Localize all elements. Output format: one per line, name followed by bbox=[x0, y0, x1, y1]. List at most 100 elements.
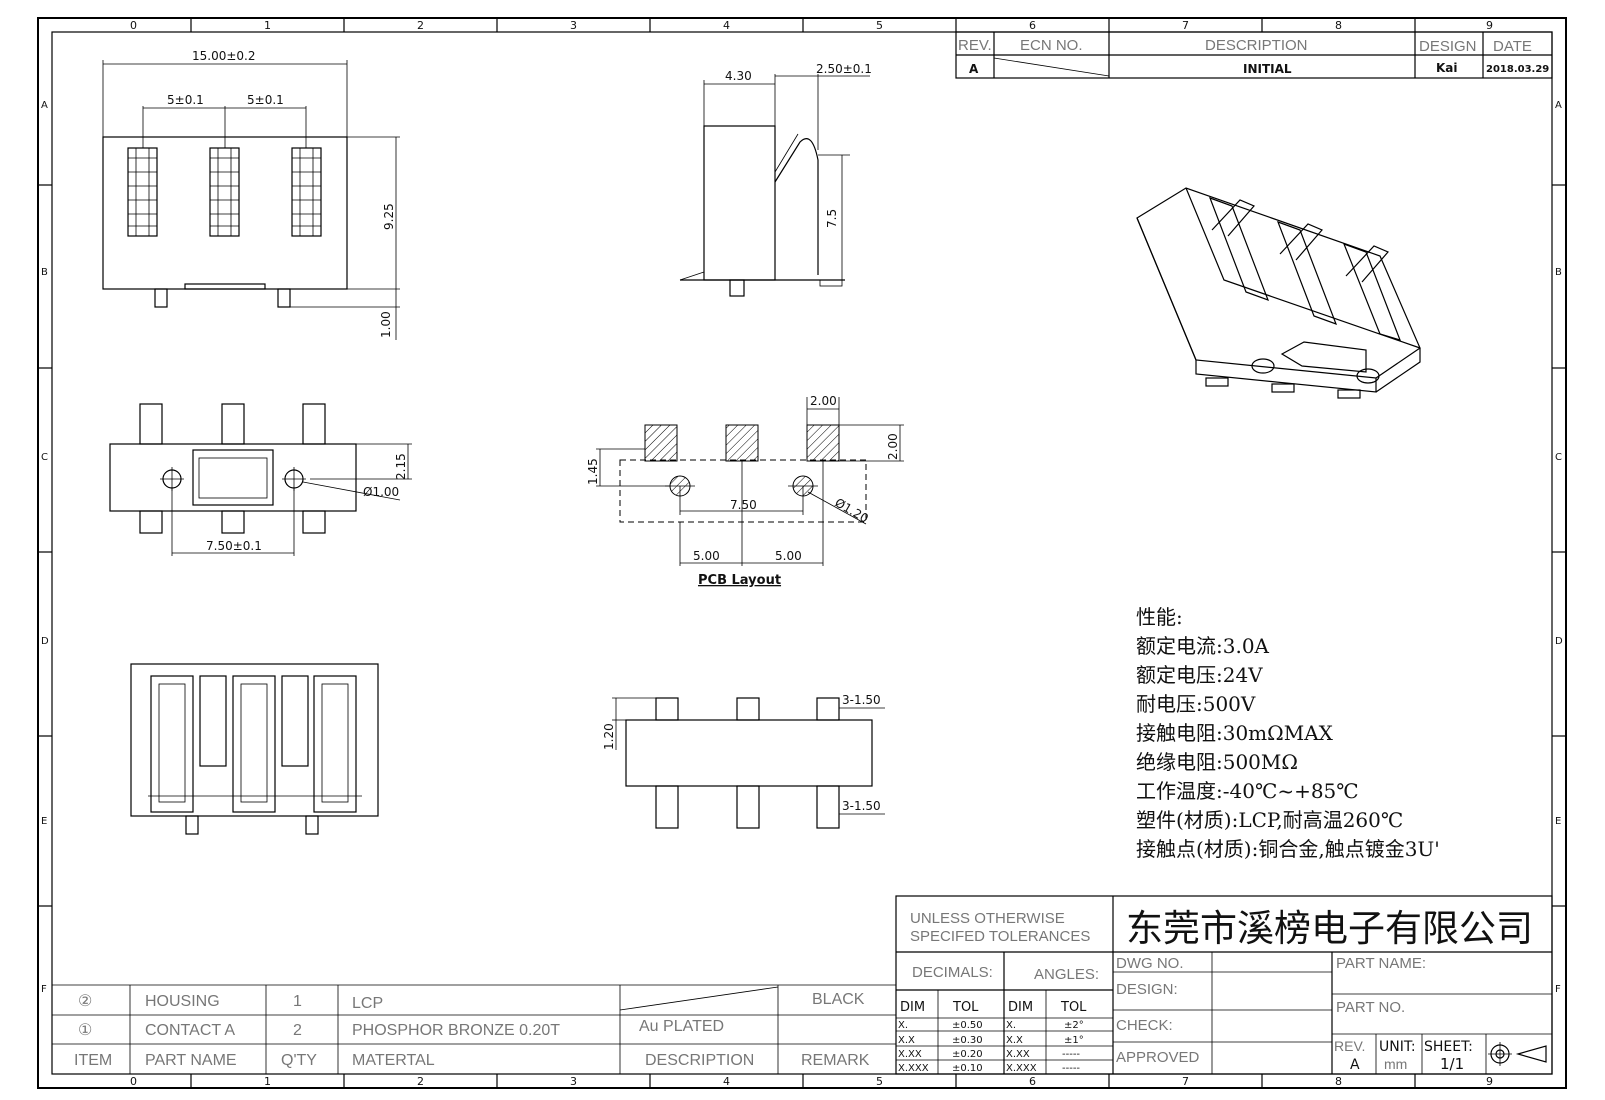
dim-hole-pitch: 7.50±0.1 bbox=[206, 539, 262, 553]
tol-col-header: TOL bbox=[1060, 1000, 1087, 1015]
ang-tol: ----- bbox=[1062, 1063, 1080, 1074]
angles-label: ANGLES: bbox=[1034, 966, 1099, 983]
col-label-top: 7 bbox=[1182, 19, 1189, 32]
sheet-value: 1/1 bbox=[1440, 1055, 1464, 1073]
dim-pitch-b: 5±0.1 bbox=[247, 93, 284, 107]
date-header: DATE bbox=[1493, 38, 1532, 55]
part-no-label: PART NO. bbox=[1336, 999, 1405, 1016]
col-label-top: 0 bbox=[130, 19, 137, 32]
bom-material: LCP bbox=[352, 995, 383, 1012]
bom-remark: BLACK bbox=[812, 991, 865, 1008]
rev-label: REV. bbox=[1334, 1038, 1365, 1054]
dim-pcb-hole: Ø1.20 bbox=[833, 495, 871, 525]
title-block: UNLESS OTHERWISE SPECIFED TOLERANCES 东莞市… bbox=[895, 895, 1553, 1075]
inner-frame bbox=[51, 31, 1553, 1075]
col-label-top: 3 bbox=[570, 19, 577, 32]
dim-bottom-h: 2.15 bbox=[394, 453, 408, 480]
bom-header-remark: REMARK bbox=[801, 1052, 870, 1069]
dim-pcb-pad: 2.00 bbox=[810, 394, 837, 408]
bom-table: ② HOUSING 1 LCP BLACK ① CONTACT A 2 PHOS… bbox=[52, 984, 896, 1074]
rev-header: REV. bbox=[958, 37, 992, 54]
col-label-bottom: 5 bbox=[876, 1075, 883, 1088]
spec-line: 额定电压:24V bbox=[1136, 663, 1263, 687]
sheet-label: SHEET: bbox=[1424, 1039, 1473, 1055]
spec-line: 耐电压:500V bbox=[1136, 692, 1256, 716]
col-label-top: 9 bbox=[1486, 19, 1493, 32]
dim-pcb-pad-h: 2.00 bbox=[886, 433, 900, 460]
dim-pcb-a: 5.00 bbox=[693, 549, 720, 563]
dec-dim: X.X bbox=[898, 1035, 915, 1046]
row-label-left: E bbox=[41, 816, 47, 827]
bom-qty: 2 bbox=[293, 1022, 302, 1039]
ang-tol: ----- bbox=[1062, 1049, 1080, 1060]
dim-side-h: 7.5 bbox=[825, 209, 839, 228]
dec-dim: X.XXX bbox=[898, 1063, 929, 1074]
approved-label: APPROVED bbox=[1116, 1049, 1200, 1066]
dim-front-h: 1.20 bbox=[602, 723, 616, 750]
row-label-left: F bbox=[41, 984, 47, 995]
design-label: DESIGN: bbox=[1116, 981, 1178, 998]
tolerance-note-2: SPECIFED TOLERANCES bbox=[910, 928, 1090, 945]
contact-slot bbox=[291, 147, 322, 237]
spec-line: 绝缘电阻:500MΩ bbox=[1136, 750, 1298, 774]
dim-front-tab-bottom: 3-1.50 bbox=[842, 799, 881, 813]
col-label-bottom: 6 bbox=[1029, 1075, 1036, 1088]
dim-top-width: 15.00±0.2 bbox=[192, 49, 256, 63]
dec-tol: ±0.30 bbox=[952, 1035, 983, 1046]
dec-dim: X.XX bbox=[898, 1049, 922, 1060]
col-label-top: 2 bbox=[417, 19, 424, 32]
design-header: DESIGN bbox=[1419, 38, 1477, 55]
dim-col-header: DIM bbox=[900, 1000, 925, 1015]
pcb-layout-title: PCB Layout bbox=[698, 573, 781, 588]
dim-pcb-b: 5.00 bbox=[775, 549, 802, 563]
row-label-right: B bbox=[1555, 267, 1562, 278]
col-label-top: 5 bbox=[876, 19, 883, 32]
design-value: Kai bbox=[1436, 61, 1458, 75]
dim-pitch-a: 5±0.1 bbox=[167, 93, 204, 107]
row-label-right: A bbox=[1555, 100, 1562, 111]
bom-part: CONTACT A bbox=[145, 1022, 235, 1039]
ang-dim: X.XXX bbox=[1006, 1063, 1037, 1074]
description-header: DESCRIPTION bbox=[1205, 37, 1308, 54]
spec-line: 接触电阻:30mΩMAX bbox=[1136, 721, 1334, 745]
contact-slot bbox=[209, 147, 240, 237]
row-label-left: D bbox=[41, 636, 49, 647]
pcb-layout: 7.50 2.00 2.00 1.45 Ø1.20 5.00 5.00 PCB … bbox=[586, 394, 904, 588]
spec-line: 塑件(材质):LCP,耐高温260℃ bbox=[1136, 808, 1403, 832]
description-value: INITIAL bbox=[1243, 62, 1292, 76]
dec-tol: ±0.20 bbox=[952, 1049, 983, 1060]
dim-front-tab-top: 3-1.50 bbox=[842, 693, 881, 707]
grid-rows: A B C D E F A B C D E F bbox=[38, 100, 1566, 995]
row-label-right: E bbox=[1555, 816, 1561, 827]
grid-columns: 0 1 2 3 4 5 6 7 8 9 0 1 2 3 4 5 6 7 8 9 bbox=[130, 18, 1493, 1088]
bom-header-part: PART NAME bbox=[145, 1052, 237, 1069]
col-label-bottom: 0 bbox=[130, 1075, 137, 1088]
col-label-bottom: 2 bbox=[417, 1075, 424, 1088]
check-label: CHECK: bbox=[1116, 1017, 1173, 1034]
spec-line: 额定电流:3.0A bbox=[1136, 634, 1270, 658]
bom-header-qty: Q'TY bbox=[281, 1052, 317, 1069]
front-view: 1.20 3-1.50 3-1.50 bbox=[602, 693, 885, 829]
bom-qty: 1 bbox=[293, 993, 302, 1010]
row-label-right: C bbox=[1555, 452, 1562, 463]
dwg-no-label: DWG NO. bbox=[1116, 955, 1184, 972]
iso-view bbox=[1136, 187, 1421, 399]
row-label-left: B bbox=[41, 267, 48, 278]
col-label-bottom: 4 bbox=[723, 1075, 730, 1088]
dec-tol: ±0.50 bbox=[952, 1020, 983, 1031]
row-label-left: A bbox=[41, 100, 48, 111]
projection-symbol-icon bbox=[1488, 1042, 1547, 1066]
unit-value: mm bbox=[1384, 1056, 1407, 1072]
date-value: 2018.03.29 bbox=[1486, 64, 1549, 75]
dim-height: 9.25 bbox=[382, 203, 396, 230]
bom-item: ① bbox=[78, 1022, 92, 1039]
row-label-left: C bbox=[41, 452, 48, 463]
specs: 性能: 额定电流:3.0A 额定电压:24V 耐电压:500V 接触电阻:30m… bbox=[1136, 605, 1440, 861]
rev-value: A bbox=[1350, 1057, 1360, 1073]
ang-dim: X.X bbox=[1006, 1035, 1023, 1046]
side-view: 4.30 2.50±0.1 7.5 bbox=[679, 62, 872, 297]
tol-col-header: TOL bbox=[952, 1000, 979, 1015]
col-label-top: 4 bbox=[723, 19, 730, 32]
dec-tol: ±0.10 bbox=[952, 1063, 983, 1074]
